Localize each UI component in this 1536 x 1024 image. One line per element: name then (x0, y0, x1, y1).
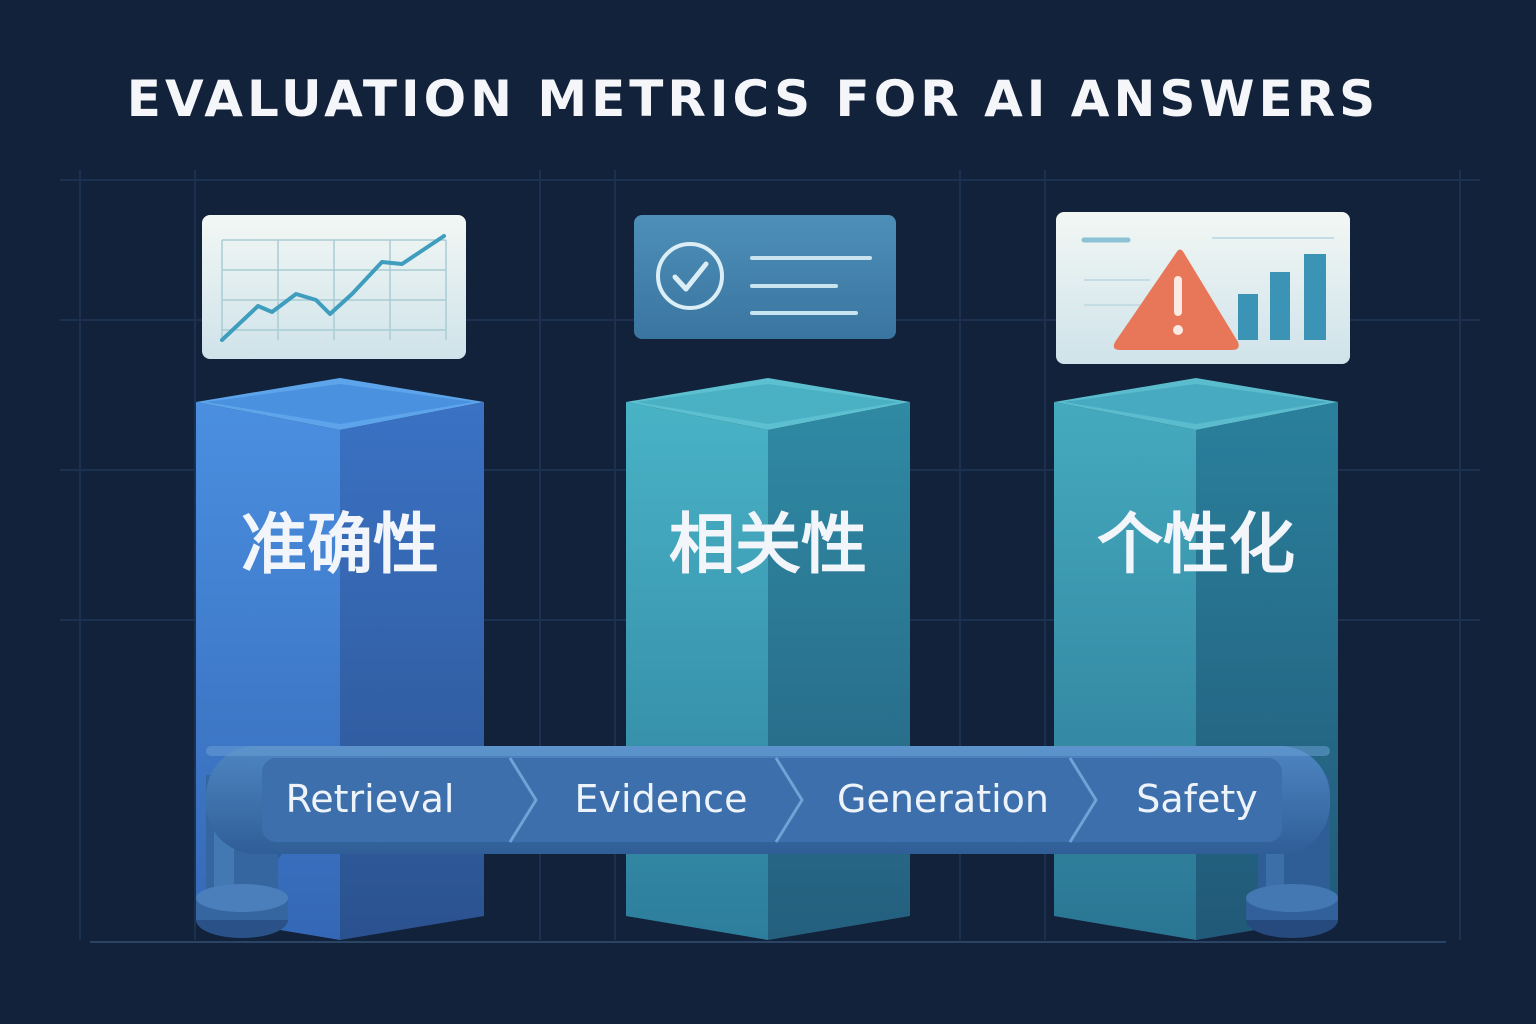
line-chart-icon (202, 215, 466, 359)
stage-retrieval: Retrieval (286, 777, 455, 821)
pillar-label: 个性化 (1097, 506, 1295, 583)
diagram-title: EVALUATION METRICS FOR AI ANSWERS (126, 70, 1380, 128)
pillar-relevance: 相关性 (626, 378, 910, 940)
pillar-label: 准确性 (241, 506, 439, 583)
stage-evidence: Evidence (575, 777, 748, 821)
pillar-label: 相关性 (669, 506, 867, 583)
warning-bar-chart-icon (1056, 212, 1350, 364)
stage-safety: Safety (1136, 777, 1258, 821)
checklist-icon (634, 215, 896, 339)
stage-generation: Generation (837, 777, 1049, 821)
pipeline: Retrieval Evidence Generation Safety (196, 746, 1338, 938)
